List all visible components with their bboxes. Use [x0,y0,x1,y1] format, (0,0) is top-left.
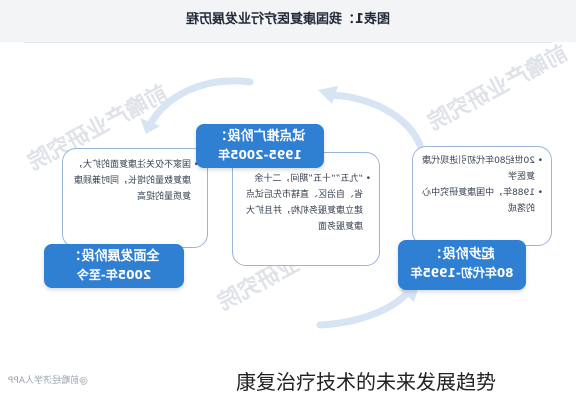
stage-box-pilot: “九五”“十五”期间，二十余省、自治区、直辖市先后试点建立康复服务机构，并且扩大… [232,152,380,266]
stage-label-initial: 起步阶段： 80年代初-1995年 [398,240,526,290]
stage-point: “九五”“十五”期间，二十余省、自治区、直辖市先后试点建立康复服务机构，并且扩大… [239,171,371,235]
stage-label-pilot: 试点推广阶段： 1995-2005年 [196,124,324,168]
caption: 康复治疗技术的未来发展趋势 [236,366,496,395]
stage-point: 20世纪80年代初引进现代康复医学 [419,153,543,185]
stage-period: 2005年-至今 [76,268,152,282]
stage-box-full-development: 国家不仅关注康复面的扩大，康复数量的增长，同时兼顾康复质量的提高 [62,148,208,248]
stage-point: 国家不仅关注康复面的扩大，康复数量的增长，同时兼顾康复质量的提高 [69,157,199,205]
source-note: @前瞻经济学人APP [8,376,89,386]
stage-points-pilot: “九五”“十五”期间，二十余省、自治区、直辖市先后试点建立康复服务机构，并且扩大… [239,171,371,235]
stage-point: 1988年，中国康复研究中心的落成 [419,185,543,217]
stage-name: 试点推广阶段： [214,129,306,144]
stage-name: 起步阶段： [429,247,495,262]
divider [24,42,552,43]
arrow-top [146,77,254,129]
arrow-right-head [318,86,338,104]
arrow-right [326,91,424,149]
title-bar: 图表1：我国康复医疗行业发展历程 [0,0,576,42]
stage-period: 1995-2005年 [218,148,302,162]
stage-period: 80年代初-1995年 [410,266,514,280]
arrow-top-head [140,118,160,134]
stage-label-full-development: 全面发展阶段： 2005年-至今 [44,244,184,288]
stage-box-initial: 20世纪80年代初引进现代康复医学 1988年，中国康复研究中心的落成 [412,146,552,246]
arrow-bottom [316,286,414,329]
stage-points-full-development: 国家不仅关注康复面的扩大，康复数量的增长，同时兼顾康复质量的提高 [69,157,199,205]
stage-points-initial: 20世纪80年代初引进现代康复医学 1988年，中国康复研究中心的落成 [419,153,543,217]
stage-name: 全面发展阶段： [68,249,160,264]
